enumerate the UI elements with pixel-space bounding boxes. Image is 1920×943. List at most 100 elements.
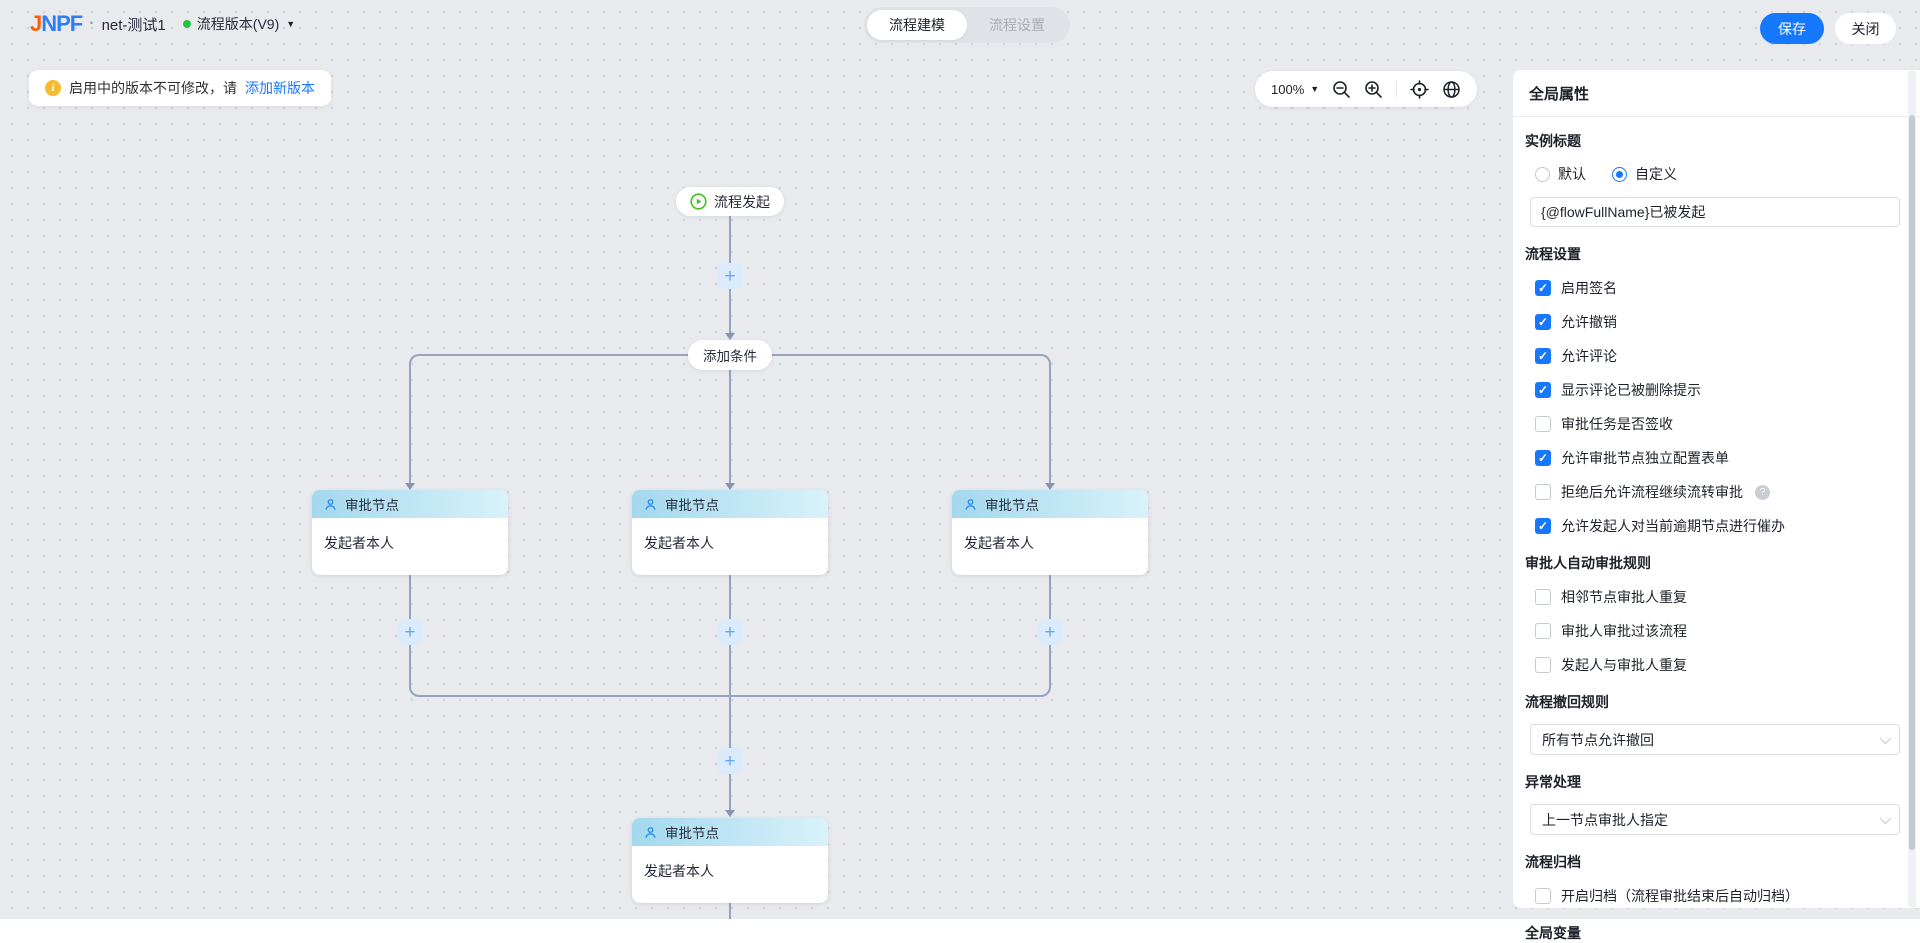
connector-arrow — [725, 810, 735, 817]
caret-down-icon: ▼ — [286, 19, 295, 29]
canvas-toolbar: 100% ▼ — [1255, 71, 1477, 107]
setting-row: 开启归档（流程审批结束后自动归档） — [1535, 886, 1904, 906]
chevron-down-icon — [1880, 812, 1891, 823]
panel-scrollbar-thumb[interactable] — [1909, 115, 1915, 850]
approval-node-title: 审批节点 — [985, 494, 1039, 514]
zoom-in-icon[interactable] — [1364, 80, 1383, 99]
checkbox[interactable] — [1535, 518, 1551, 534]
close-button[interactable]: 关闭 — [1835, 13, 1896, 44]
zoom-out-icon[interactable] — [1332, 80, 1351, 99]
setting-label: 审批任务是否签收 — [1561, 414, 1673, 434]
setting-label: 允许评论 — [1561, 346, 1617, 366]
exception-value: 上一节点审批人指定 — [1542, 810, 1668, 830]
setting-row: 审批人审批过该流程 — [1535, 621, 1904, 641]
version-selector[interactable]: 流程版本(V9) ▼ — [183, 14, 295, 34]
setting-label: 允许审批节点独立配置表单 — [1561, 448, 1729, 468]
add-node-button[interactable]: + — [717, 619, 743, 645]
person-icon — [643, 497, 658, 512]
setting-label: 相邻节点审批人重复 — [1561, 587, 1687, 607]
setting-label: 发起人与审批人重复 — [1561, 655, 1687, 675]
info-icon: i — [45, 80, 61, 96]
setting-label: 审批人审批过该流程 — [1561, 621, 1687, 641]
checkbox[interactable] — [1535, 657, 1551, 673]
checkbox[interactable] — [1535, 450, 1551, 466]
checkbox[interactable] — [1535, 280, 1551, 296]
global-properties-panel: 全局属性 实例标题 默认 自定义 流程设置 启用签名 允许撤销 允许评论 — [1513, 70, 1920, 908]
approval-node[interactable]: 审批节点 发起者本人 — [632, 490, 828, 575]
mode-tabs: 流程建模 流程设置 — [864, 7, 1070, 43]
setting-row: 允许撤销 — [1535, 312, 1904, 332]
setting-label: 允许撤销 — [1561, 312, 1617, 332]
add-node-button[interactable]: + — [717, 748, 743, 774]
condition-node-label: 添加条件 — [703, 345, 757, 365]
person-icon — [643, 825, 658, 840]
instance-title-radios: 默认 自定义 — [1535, 164, 1904, 184]
checkbox[interactable] — [1535, 382, 1551, 398]
tab-flow-modeling[interactable]: 流程建模 — [867, 10, 967, 40]
connector-arrow — [405, 483, 415, 490]
approval-node[interactable]: 审批节点 发起者本人 — [632, 818, 828, 903]
recall-rule-label: 流程撤回规则 — [1525, 692, 1904, 712]
condition-node[interactable]: 添加条件 — [688, 340, 772, 370]
checkbox[interactable] — [1535, 484, 1551, 500]
exception-label: 异常处理 — [1525, 772, 1904, 792]
radio-icon[interactable] — [1612, 167, 1627, 182]
version-locked-notice: i 启用中的版本不可修改，请 添加新版本 — [29, 70, 331, 106]
approval-node[interactable]: 审批节点 发起者本人 — [952, 490, 1148, 575]
setting-label: 显示评论已被删除提示 — [1561, 380, 1701, 400]
checkbox[interactable] — [1535, 623, 1551, 639]
add-node-button[interactable]: + — [717, 263, 743, 289]
radio-default[interactable]: 默认 — [1535, 164, 1586, 184]
chevron-down-icon — [1880, 732, 1891, 743]
recall-rule-value: 所有节点允许撤回 — [1542, 730, 1654, 750]
radio-custom[interactable]: 自定义 — [1612, 164, 1677, 184]
setting-row: 允许评论 — [1535, 346, 1904, 366]
zoom-level-dropdown[interactable]: 100% ▼ — [1271, 82, 1319, 97]
checkbox[interactable] — [1535, 348, 1551, 364]
setting-row: 相邻节点审批人重复 — [1535, 587, 1904, 607]
approval-node[interactable]: 审批节点 发起者本人 — [312, 490, 508, 575]
start-node-label: 流程发起 — [714, 192, 770, 212]
instance-title-label: 实例标题 — [1525, 131, 1904, 151]
instance-title-input[interactable] — [1530, 197, 1900, 227]
add-node-button[interactable]: + — [397, 619, 423, 645]
toolbar-divider — [1396, 81, 1397, 97]
start-node[interactable]: 流程发起 — [676, 187, 784, 216]
setting-row: 拒绝后允许流程继续流转审批 ? — [1535, 482, 1904, 502]
setting-row: 允许审批节点独立配置表单 — [1535, 448, 1904, 468]
jnpf-logo: JNPF — [30, 11, 82, 37]
setting-row: 审批任务是否签收 — [1535, 414, 1904, 434]
fit-view-icon[interactable] — [1410, 80, 1429, 99]
archive-label: 流程归档 — [1525, 852, 1904, 872]
caret-down-icon: ▼ — [1310, 84, 1319, 94]
connector-arrow — [1045, 483, 1055, 490]
setting-label: 允许发起人对当前逾期节点进行催办 — [1561, 516, 1785, 536]
setting-row: 发起人与审批人重复 — [1535, 655, 1904, 675]
recall-rule-select[interactable]: 所有节点允许撤回 — [1530, 724, 1900, 755]
add-version-link[interactable]: 添加新版本 — [245, 78, 315, 98]
checkbox[interactable] — [1535, 589, 1551, 605]
zoom-level-value: 100% — [1271, 82, 1304, 97]
tab-flow-settings[interactable]: 流程设置 — [967, 10, 1067, 40]
person-icon — [963, 497, 978, 512]
title-separator: · — [89, 15, 94, 33]
checkbox[interactable] — [1535, 416, 1551, 432]
save-button[interactable]: 保存 — [1760, 13, 1824, 44]
approval-node-assignee: 发起者本人 — [632, 846, 828, 896]
approval-node-assignee: 发起者本人 — [952, 518, 1148, 568]
add-node-button[interactable]: + — [1037, 619, 1063, 645]
setting-row: 启用签名 — [1535, 278, 1904, 298]
approval-node-title: 审批节点 — [665, 494, 719, 514]
header-left: JNPF · net-测试1 流程版本(V9) ▼ — [30, 11, 295, 37]
help-icon[interactable]: ? — [1755, 485, 1770, 500]
app-title: net-测试1 — [102, 14, 166, 35]
globe-icon[interactable] — [1442, 80, 1461, 99]
radio-icon[interactable] — [1535, 167, 1550, 182]
version-label: 流程版本(V9) — [197, 14, 279, 34]
connector-merge-center — [729, 575, 731, 812]
connector-bottom-stub — [729, 903, 731, 919]
exception-select[interactable]: 上一节点审批人指定 — [1530, 804, 1900, 835]
checkbox[interactable] — [1535, 888, 1551, 904]
checkbox[interactable] — [1535, 314, 1551, 330]
person-icon — [323, 497, 338, 512]
